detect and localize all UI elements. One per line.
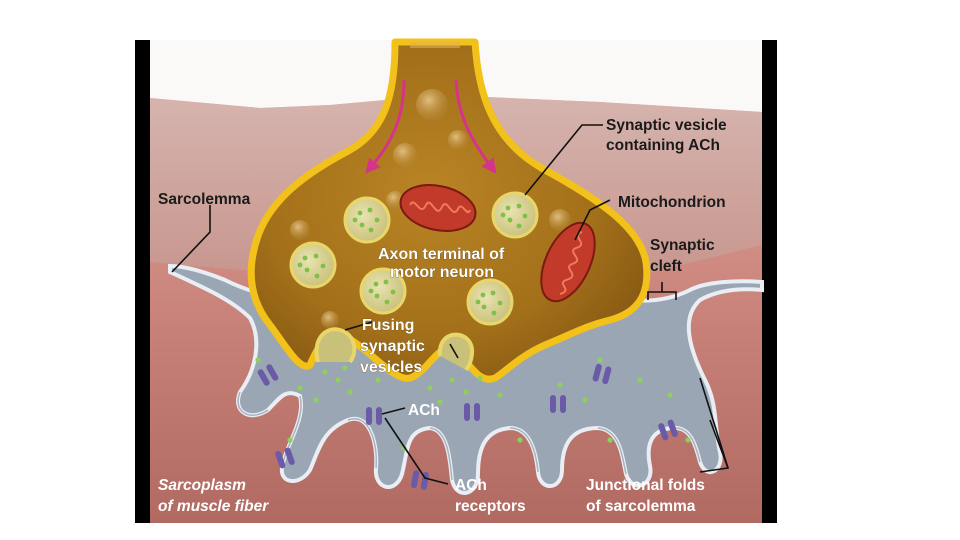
label-fusing-1: Fusing <box>362 317 414 334</box>
label-synaptic-vesicle: Synaptic vesicle <box>606 117 727 134</box>
vesicle <box>343 196 391 244</box>
synaptic-vesicles <box>289 191 539 326</box>
ach-receptor <box>464 403 480 421</box>
fusing-vesicles <box>314 327 474 372</box>
ach-receptor <box>658 419 678 441</box>
label-axon-terminal-1: Axon terminal of <box>378 246 505 263</box>
label-sarcoplasm-1: Sarcoplasm <box>158 477 246 494</box>
label-synaptic-cleft-2: cleft <box>650 258 682 275</box>
label-ach-receptors-2: receptors <box>455 498 526 515</box>
label-mitochondrion: Mitochondrion <box>618 194 726 211</box>
impulse-arrow-right <box>454 79 497 175</box>
label-ach: ACh <box>408 402 440 419</box>
label-junctional-folds-2: of sarcolemma <box>586 498 696 515</box>
mitochondrion-upper <box>399 184 477 232</box>
label-axon-terminal-2: motor neuron <box>390 264 494 281</box>
vesicle <box>466 278 514 326</box>
leader-lines <box>171 124 730 485</box>
ach-receptor <box>550 395 566 413</box>
ach-receptor <box>366 407 382 425</box>
axon-tube-highlight <box>410 42 460 48</box>
vesicle <box>491 191 539 239</box>
ach-molecules <box>255 357 691 451</box>
axon-cytoplasm-bubbles <box>290 89 571 329</box>
vesicle <box>289 241 337 289</box>
vesicle <box>359 267 407 315</box>
label-sarcolemma: Sarcolemma <box>158 191 251 208</box>
label-containing-ach: containing ACh <box>606 137 720 154</box>
ach-receptors <box>257 363 678 490</box>
label-fusing-3: vesicles <box>360 359 422 376</box>
label-synaptic-cleft-1: Synaptic <box>650 237 715 254</box>
ach-receptor <box>275 447 295 469</box>
label-ach-receptors-1: ACh <box>455 477 487 494</box>
mitochondrion-lower <box>540 221 596 303</box>
label-sarcoplasm-2: of muscle fiber <box>158 498 269 515</box>
ach-receptor <box>592 363 612 385</box>
label-junctional-folds-1: Junctional folds <box>586 477 705 494</box>
impulse-arrow-left <box>365 79 406 174</box>
ach-receptor <box>257 364 279 386</box>
label-fusing-2: synaptic <box>360 338 425 355</box>
ach-receptor <box>411 470 429 490</box>
